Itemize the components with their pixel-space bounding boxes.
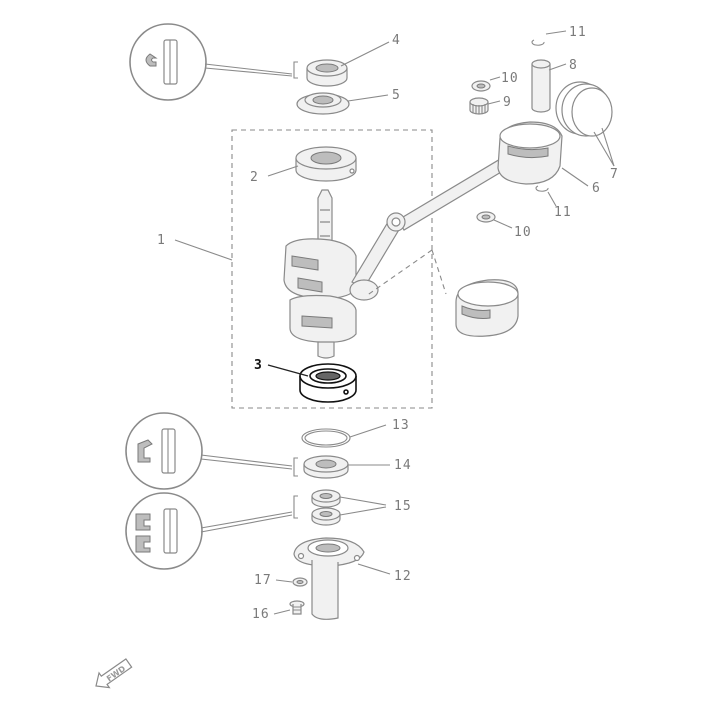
seal-detail-inset-lower xyxy=(125,492,293,570)
callout-12: 12 xyxy=(394,569,412,584)
callout-17: 17 xyxy=(254,573,272,588)
clip-11-bottom xyxy=(535,185,549,192)
bearing-2 xyxy=(295,146,357,182)
callout-16: 16 xyxy=(252,607,270,622)
leader-lines xyxy=(174,30,615,615)
piston-pin-8 xyxy=(531,59,551,113)
alt-piston-leader xyxy=(365,249,447,297)
callout-4: 4 xyxy=(392,33,401,48)
bearing-3-highlighted[interactable] xyxy=(299,363,357,403)
bearing-housing-12 xyxy=(293,537,365,620)
callout-3[interactable]: 3 xyxy=(254,358,263,373)
o-ring-13 xyxy=(301,428,351,448)
bracket-4-5 xyxy=(293,61,298,79)
clip-11-top xyxy=(531,39,545,46)
callout-11-bottom: 11 xyxy=(554,205,572,220)
washer-17 xyxy=(292,577,308,587)
oil-seal-15-lower xyxy=(311,507,341,526)
piston-alternate xyxy=(455,279,519,337)
bracket-15 xyxy=(293,495,298,519)
callout-5: 5 xyxy=(392,88,401,103)
bolt-16 xyxy=(289,600,305,615)
callout-10-bottom: 10 xyxy=(514,225,532,240)
callout-labels: 1 2 3 4 5 6 7 8 9 10 10 11 11 12 13 14 1… xyxy=(157,25,619,622)
connecting-rod xyxy=(349,145,529,301)
seal-detail-inset-middle xyxy=(125,412,293,490)
oil-seal-15-upper xyxy=(311,489,341,508)
callout-6: 6 xyxy=(592,181,601,196)
callout-13: 13 xyxy=(392,418,410,433)
callout-8: 8 xyxy=(569,58,578,73)
seal-detail-inset-top xyxy=(129,23,293,101)
bracket-13-14 xyxy=(293,457,298,477)
needle-bearing-9 xyxy=(469,97,489,115)
crankshaft-assembly-boundary xyxy=(231,129,433,409)
washer-10-top xyxy=(471,80,491,92)
oil-seal-14 xyxy=(303,455,349,479)
callout-7: 7 xyxy=(610,167,619,182)
piston-rings-7 xyxy=(555,81,613,137)
washer-10-bottom xyxy=(476,211,496,223)
callout-2: 2 xyxy=(250,170,259,185)
callout-10-top: 10 xyxy=(501,71,519,86)
callout-9: 9 xyxy=(503,95,512,110)
fwd-direction-badge: FWD xyxy=(95,658,133,689)
callout-14: 14 xyxy=(394,458,412,473)
crankshaft-1 xyxy=(283,189,357,359)
callout-15: 15 xyxy=(394,499,412,514)
seal-housing-5 xyxy=(296,92,350,115)
callout-1: 1 xyxy=(157,233,166,248)
piston-6 xyxy=(497,121,563,185)
callout-11-top: 11 xyxy=(569,25,587,40)
oil-seal-4 xyxy=(306,59,348,87)
